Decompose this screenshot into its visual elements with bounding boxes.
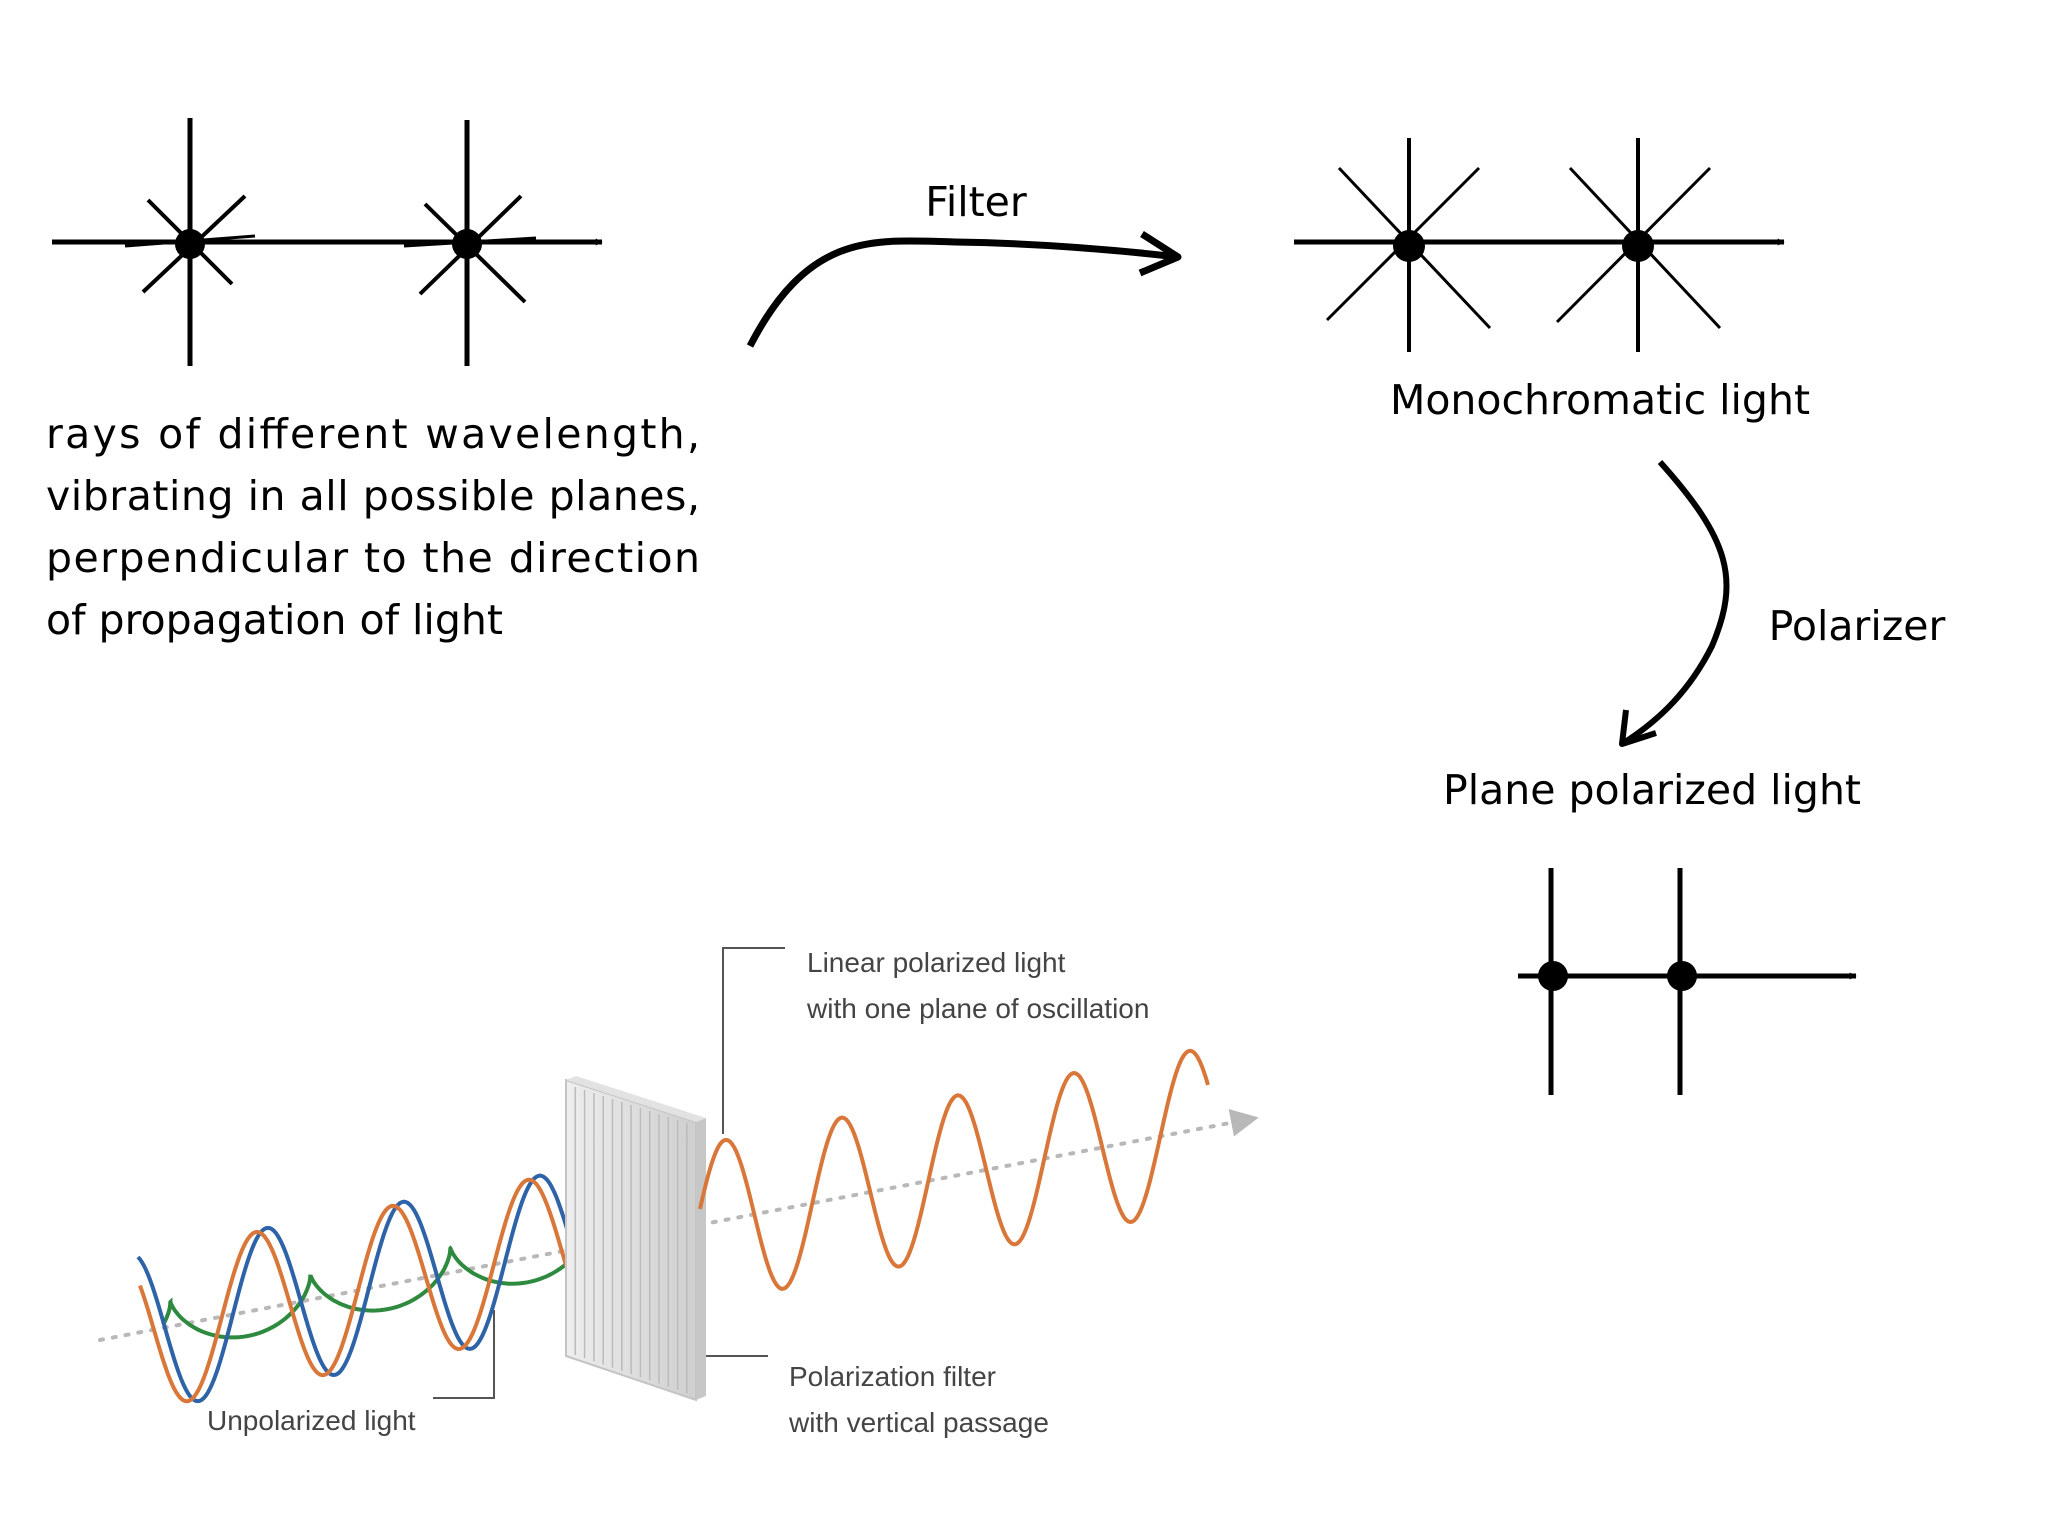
monochromatic-label: Monochromatic light xyxy=(1390,376,1810,424)
mono-star-1 xyxy=(1325,138,1492,352)
unpolarized-leader-line xyxy=(433,1310,495,1399)
plane-polarized-label: Plane polarized light xyxy=(1443,766,1861,814)
ray-star-1-center xyxy=(175,229,205,259)
filter-label: Filter xyxy=(925,178,1027,226)
polarization-illustration: Linear polarized light with one plane of… xyxy=(98,947,1259,1438)
mono-star-2-center xyxy=(1622,230,1654,262)
mono-star-2 xyxy=(1555,138,1722,352)
polarizer-arrow xyxy=(1619,459,1730,747)
ray-star-2 xyxy=(403,120,537,366)
unpolarized-wave-orange xyxy=(138,1177,624,1404)
unpolarized-caption: Unpolarized light xyxy=(207,1405,416,1436)
polarization-filter-plate xyxy=(565,1076,706,1402)
unpolarized-rays-symbol xyxy=(52,118,603,366)
mono-star-1-center xyxy=(1393,230,1425,262)
filter-arrow xyxy=(746,231,1182,348)
polarizer-label: Polarizer xyxy=(1769,602,1946,650)
plane-dot-2 xyxy=(1667,961,1697,991)
plane-dot-1 xyxy=(1538,961,1568,991)
unpolarized-wave-blue xyxy=(136,1173,609,1404)
ray-star-1 xyxy=(124,118,256,366)
linear-polarized-caption: Linear polarized light with one plane of… xyxy=(806,947,1149,1024)
polarized-output-wave xyxy=(698,1048,1210,1291)
plane-polarized-symbol xyxy=(1518,868,1857,1095)
polarization-filter-caption: Polarization filter with vertical passag… xyxy=(788,1361,1049,1438)
linear-polarized-leader-line xyxy=(722,947,785,1134)
ray-star-2-center xyxy=(452,229,482,259)
monochromatic-rays-symbol xyxy=(1294,138,1785,352)
description-text: rays of different wavelength, vibrating … xyxy=(46,410,715,644)
